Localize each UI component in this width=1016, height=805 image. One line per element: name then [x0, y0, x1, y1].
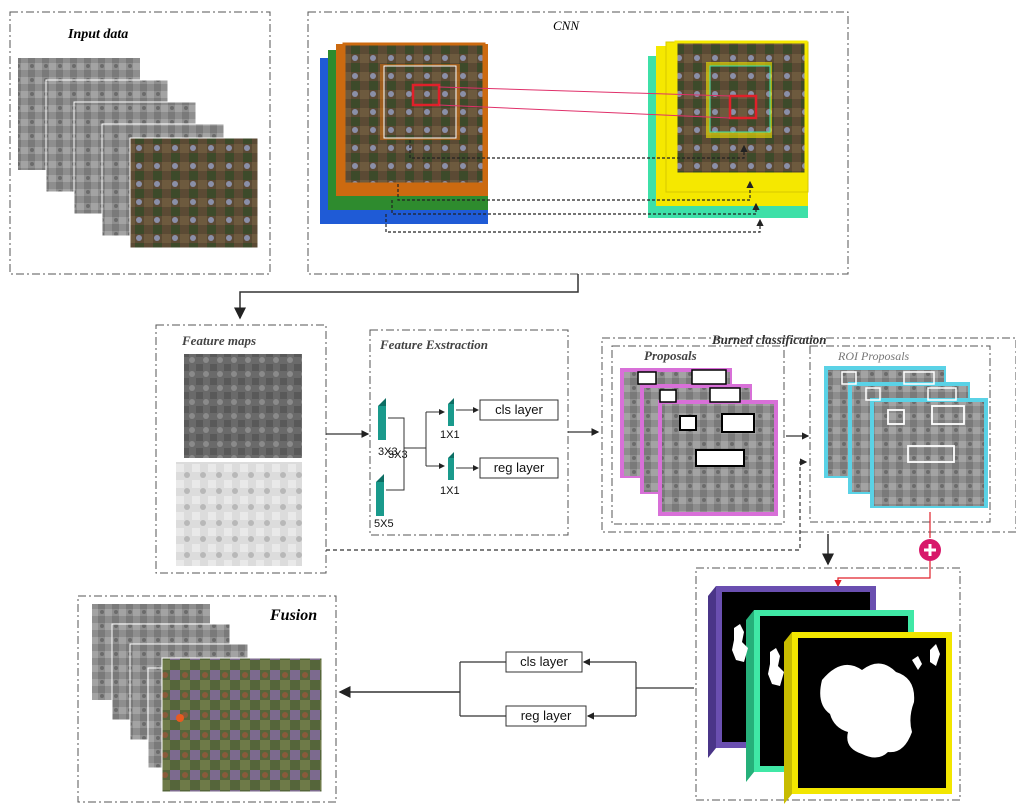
cnn-left-roi-box: [411, 83, 441, 107]
roi-box-f: [931, 405, 965, 425]
fusion-border: [77, 595, 337, 803]
burned-regions: [732, 624, 940, 758]
kernel-merge-bracket: [386, 417, 405, 491]
proposal-box-b: [691, 369, 727, 385]
feature-map-light: [176, 462, 302, 566]
cls-layer-label: cls layer: [495, 402, 543, 417]
mask-stack: [708, 586, 952, 804]
feature-map-dark: [184, 354, 302, 458]
cnn-right-roi-box: [728, 94, 758, 120]
cls-layer-box: [479, 399, 559, 421]
kernel-1x1-label-top: 1X1: [440, 429, 460, 441]
proposals-title: Proposals: [644, 348, 697, 363]
input-data-section: Input data: [9, 11, 271, 275]
roi-box-b: [903, 371, 935, 385]
feature-maps-border: [155, 324, 327, 574]
roi-box-d: [927, 387, 957, 401]
kernel-1x1-top: [448, 398, 454, 426]
plus-node: [834, 512, 941, 588]
proposal-box-e: [679, 415, 697, 431]
kernel-3x3-label-a: 3X3: [378, 446, 398, 458]
cnn-projection-lines: [438, 86, 731, 119]
proposal-box-d: [709, 387, 741, 403]
proposal-box-g: [695, 449, 745, 467]
fusion-section: Fusion: [77, 595, 337, 803]
fusion-reg-layer-label: reg layer: [521, 708, 572, 723]
fire-spot: [176, 714, 184, 722]
feature-maps-title: Feature maps: [181, 333, 256, 348]
reg-layer-box: [479, 457, 559, 479]
cnn-right-stack: [648, 40, 809, 218]
roi-proposals-title: ROI Proposals: [837, 349, 910, 363]
feature-extraction-section: Feature Exstraction 3X3 3X3 5X5 1X1 1X1: [369, 329, 569, 536]
feature-extraction-title: Feature Exstraction: [379, 337, 488, 352]
input-data-title: Input data: [67, 27, 128, 42]
proposal-box-a: [637, 371, 657, 385]
roi-image-3: [874, 402, 984, 506]
cnn-to-feature-maps-arrow: [234, 274, 579, 320]
input-image-color: [129, 137, 259, 249]
cnn-left-stack: [320, 42, 488, 224]
feature-maps-section: Feature maps: [155, 324, 327, 574]
roi-box-g: [907, 445, 955, 463]
roi-proposals-stack: [824, 366, 988, 508]
burned-classification-section: Burned classification Proposals ROI Prop…: [601, 332, 1016, 533]
kernel-5x5-label: 5X5: [374, 518, 394, 530]
feature-extraction-border: [369, 329, 569, 536]
fusion-connector: cls layer reg layer: [338, 651, 694, 727]
fusion-image-stack: [92, 604, 323, 793]
kernel-1x1-bottom: [448, 452, 454, 480]
kernel-5x5: [376, 474, 384, 516]
fusion-cls-layer-label: cls layer: [520, 654, 568, 669]
roi-proposals-border: [809, 345, 991, 523]
roi-box-c: [865, 387, 881, 401]
input-data-border: [9, 11, 271, 275]
kernel-1x1-label-bottom: 1X1: [440, 485, 460, 497]
input-image-stack: [18, 58, 259, 249]
kernel-3x3: [378, 398, 386, 440]
mask-border: [695, 567, 961, 801]
cnn-right-inner-image: [709, 65, 771, 133]
proposals-border: [611, 345, 785, 525]
fusion-title: Fusion: [269, 607, 317, 624]
kernel-3x3-label-b: 3X3: [388, 449, 408, 461]
fusion-color-image: [161, 657, 323, 793]
proposal-box-f: [721, 413, 755, 433]
cnn-title: CNN: [553, 18, 580, 33]
reg-layer-label: reg layer: [494, 460, 545, 475]
mask-section: [695, 567, 961, 804]
roi-box-e: [887, 409, 905, 425]
cnn-skip-connections: [385, 140, 764, 233]
cnn-inner-image: [383, 65, 457, 139]
roi-box-a: [841, 371, 857, 385]
maps-to-roi-dashed-link: [326, 458, 808, 551]
proposal-box-c: [659, 389, 677, 403]
plus-to-mask-arrow: [834, 561, 931, 588]
burned-title: Burned classification: [711, 332, 827, 347]
cnn-section: CNN: [307, 11, 849, 275]
proposals-stack: [620, 368, 778, 516]
